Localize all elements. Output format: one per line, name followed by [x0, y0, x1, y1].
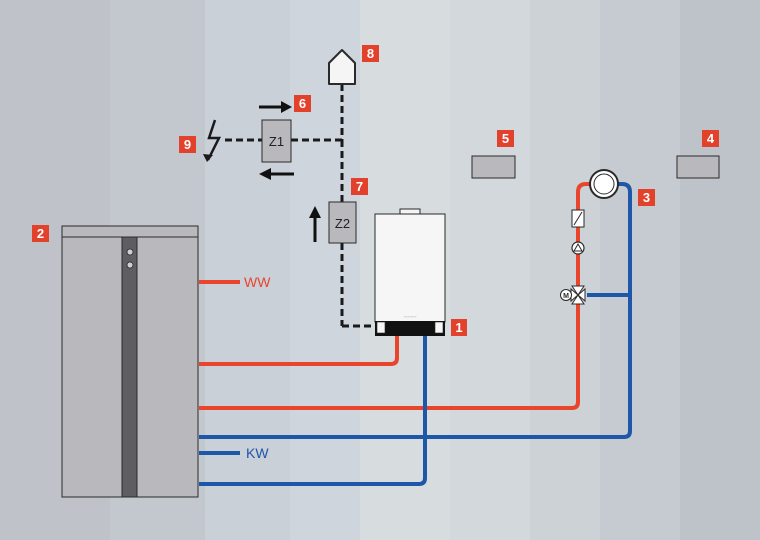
radiator-circuit: M — [560, 169, 619, 305]
badge-9-label: 9 — [184, 137, 191, 152]
house-icon — [328, 49, 356, 85]
valve-motor-icon — [560, 289, 572, 301]
badge-1-label: 1 — [455, 320, 462, 335]
wall-mounted-boiler: ◦◦◦◦◦◦◦◦◦ — [374, 208, 446, 336]
badge-4-label: 4 — [707, 131, 715, 146]
badge-7: 7 — [351, 178, 368, 195]
badge-6-label: 6 — [299, 96, 306, 111]
cold-water-label: KW — [246, 445, 269, 461]
hot-water-label: WW — [244, 274, 271, 290]
badge-7-label: 7 — [356, 179, 363, 194]
boiler-return-pipe — [199, 336, 427, 486]
lightning-tip — [203, 154, 213, 162]
badge-5-label: 5 — [502, 131, 509, 146]
badge-5: 5 — [497, 130, 514, 147]
svg-text:M: M — [563, 293, 569, 300]
badge-9: 9 — [179, 136, 196, 153]
cold-pipes — [199, 182, 632, 486]
arrow-left-icon — [259, 168, 294, 180]
arrow-right-icon — [259, 101, 292, 113]
module-z1-label: Z1 — [269, 134, 284, 149]
badge-3: 3 — [638, 189, 655, 206]
badge-6: 6 — [294, 95, 311, 112]
module-z2-label: Z2 — [335, 216, 350, 231]
svg-text:◦◦◦◦◦◦◦◦◦: ◦◦◦◦◦◦◦◦◦ — [404, 314, 417, 319]
badge-8-label: 8 — [367, 46, 374, 61]
storage-tank — [61, 225, 199, 498]
module-z1-box — [261, 119, 292, 163]
badge-8: 8 — [362, 45, 379, 62]
mixing-valve-icon: M — [560, 285, 586, 305]
boiler-flow-to-tank-pipe — [199, 336, 399, 366]
component-box-4 — [676, 155, 720, 179]
badge-1: 1 — [451, 319, 467, 336]
badge-2-label: 2 — [37, 226, 44, 241]
lightning-icon — [206, 119, 222, 161]
heating-return-pipe — [199, 182, 632, 439]
badge-2: 2 — [32, 225, 49, 242]
badge-3-label: 3 — [643, 190, 650, 205]
arrow-up-icon — [309, 206, 321, 242]
module-z2-box — [328, 201, 357, 244]
badge-4: 4 — [702, 130, 719, 147]
component-box-5 — [471, 155, 516, 179]
